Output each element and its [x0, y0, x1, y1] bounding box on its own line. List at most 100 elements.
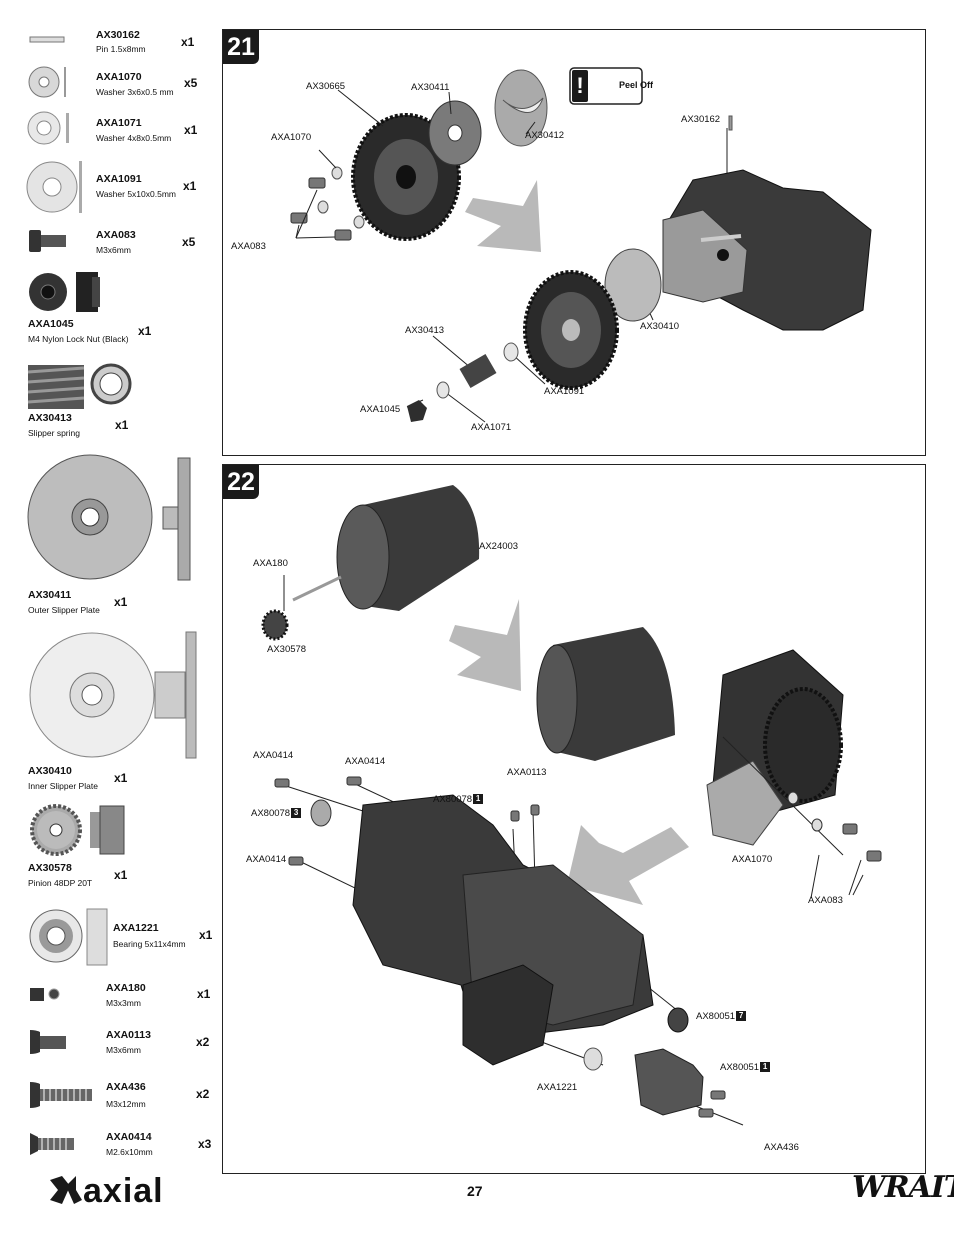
part-qty: x1: [183, 179, 197, 193]
label-ax30413: AX30413: [405, 325, 445, 336]
label-text: AX80051: [696, 1011, 736, 1022]
step-22-diagram: [261, 485, 882, 1126]
bearing-icon: [583, 1047, 603, 1071]
step-21-diagram: !: [290, 67, 872, 423]
brand-logo: axial: [83, 1172, 164, 1210]
label-axa0414-b: AXA0414: [345, 756, 386, 767]
part-qty: x1: [114, 771, 128, 785]
label-ax30411: AX30411: [411, 82, 450, 93]
inner-slipper-plate-icon: [29, 631, 197, 759]
label-axa180: AXA180: [253, 558, 288, 569]
part-desc: M3x12mm: [106, 1099, 146, 1109]
wraith-logo: WRAITH: [852, 1170, 954, 1205]
screw-m3x6-icon: [29, 230, 66, 252]
motor-gearbox-icon: [536, 627, 844, 846]
part-qty: x1: [199, 928, 213, 942]
part-number: AX30578: [28, 862, 72, 874]
screws-group: [787, 791, 882, 862]
spring-icon: [459, 353, 497, 389]
badge: 3: [291, 808, 302, 818]
long-screw-icon: [30, 1082, 92, 1108]
part-number: AX30410: [28, 765, 72, 777]
washer-5x10-icon: [26, 161, 82, 213]
part-desc: Washer 5x10x0.5mm: [96, 189, 176, 199]
button-screw-icon: [30, 1030, 66, 1054]
peel-off-label: Peel Off: [619, 80, 654, 90]
transmission-assembly-icon: [352, 794, 689, 1066]
label-text: AX80078: [433, 794, 473, 805]
label-axa436: AXA436: [764, 1142, 799, 1153]
label-axa1070: AXA1070: [732, 854, 773, 865]
part-qty: x1: [114, 868, 128, 882]
part-desc: Slipper spring: [28, 428, 80, 438]
warning-icon: !: [576, 73, 583, 98]
part-desc: M3x6mm: [96, 245, 131, 255]
slipper-plate-icon: [428, 100, 482, 166]
part-number: AX30162: [96, 29, 140, 41]
label-axa1070: AXA1070: [271, 132, 312, 143]
part-desc: Washer 3x6x0.5 mm: [96, 87, 174, 97]
page-number: 27: [467, 1183, 483, 1199]
pinion-gear-icon: [261, 609, 289, 641]
pinion-icon: [30, 804, 125, 856]
label-text: AX80078: [251, 808, 291, 819]
screws-group: [290, 177, 352, 241]
slipper-pad-icon: [494, 69, 548, 147]
part-number: AXA436: [106, 1081, 146, 1093]
label-axa1221: AXA1221: [537, 1082, 578, 1093]
flat-screw-icon: [30, 1133, 74, 1155]
pin-icon: [728, 115, 733, 131]
label-ax30162: AX30162: [681, 114, 721, 125]
part-qty: x3: [198, 1137, 212, 1151]
step-22-panel: 22: [222, 464, 926, 1174]
badge: 1: [760, 1062, 771, 1072]
label-axa0113: AXA0113: [507, 767, 547, 778]
bearing-cap-icon: [310, 799, 332, 827]
part-desc: M3x3mm: [106, 998, 141, 1008]
label-text: AX80051: [720, 1062, 760, 1073]
direction-arrow: [465, 180, 541, 252]
part-desc: M3x6mm: [106, 1045, 141, 1055]
spur-gear-lower-icon: [523, 270, 619, 390]
part-qty: x2: [196, 1087, 210, 1101]
part-qty: x1: [114, 595, 128, 609]
washer-4x8-icon: [27, 111, 69, 145]
part-number: AXA1221: [113, 922, 159, 934]
part-qty: x1: [138, 324, 152, 338]
pin-icon: [29, 36, 65, 43]
peel-off-badge: !: [569, 67, 643, 105]
label-axa1045: AXA1045: [360, 404, 401, 415]
motor-mount-icon: [634, 1048, 704, 1116]
part-number: AXA180: [106, 982, 146, 994]
washers-group: [317, 166, 365, 229]
part-desc: M2.6x10mm: [106, 1147, 153, 1157]
direction-arrow: [567, 825, 689, 905]
part-number: AXA1091: [96, 173, 142, 185]
part-desc: Pin 1.5x8mm: [96, 44, 146, 54]
part-desc: Outer Slipper Plate: [28, 605, 100, 615]
set-screw-icon: [30, 988, 60, 1001]
label-ax30412: AX30412: [525, 130, 565, 141]
step-number: 21: [223, 30, 259, 64]
part-qty: x1: [115, 418, 129, 432]
screws-group: [274, 776, 726, 1118]
part-qty: x5: [182, 235, 196, 249]
part-desc: Washer 4x8x0.5mm: [96, 133, 172, 143]
label-axa0414-a: AXA0414: [253, 750, 294, 761]
label-axa1071: AXA1071: [471, 422, 512, 433]
step-21-panel: 21 !: [222, 29, 926, 456]
washer-icon: [436, 381, 450, 399]
label-ax30665: AX30665: [306, 81, 346, 92]
direction-arrow: [449, 599, 521, 691]
label-axa083: AXA083: [231, 241, 266, 252]
lock-nut-icon: [407, 400, 427, 422]
part-qty: x1: [197, 987, 211, 1001]
slipper-spring-icon: [27, 363, 132, 409]
label-axa0414-c: AXA0414: [246, 854, 287, 865]
part-qty: x1: [181, 35, 195, 49]
part-number: AXA1070: [96, 71, 142, 83]
